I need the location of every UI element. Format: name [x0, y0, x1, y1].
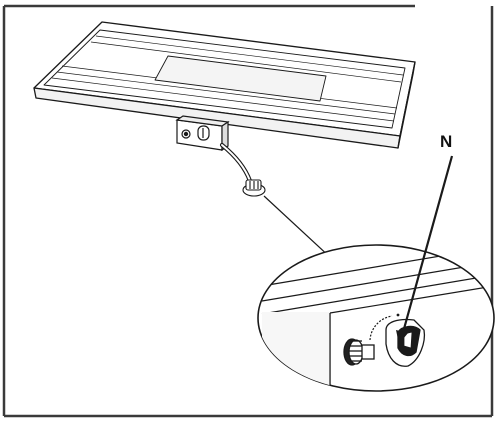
detail-magnifier	[257, 244, 495, 392]
heater-panel-icon	[33, 21, 416, 149]
switch-box	[175, 115, 230, 152]
rotation-arc	[369, 315, 393, 341]
pointer-arrow	[396, 155, 454, 344]
callout-label-n: N	[440, 132, 453, 151]
cable-gland	[242, 179, 266, 197]
frame	[2, 4, 494, 418]
magnified-gland	[343, 338, 375, 366]
